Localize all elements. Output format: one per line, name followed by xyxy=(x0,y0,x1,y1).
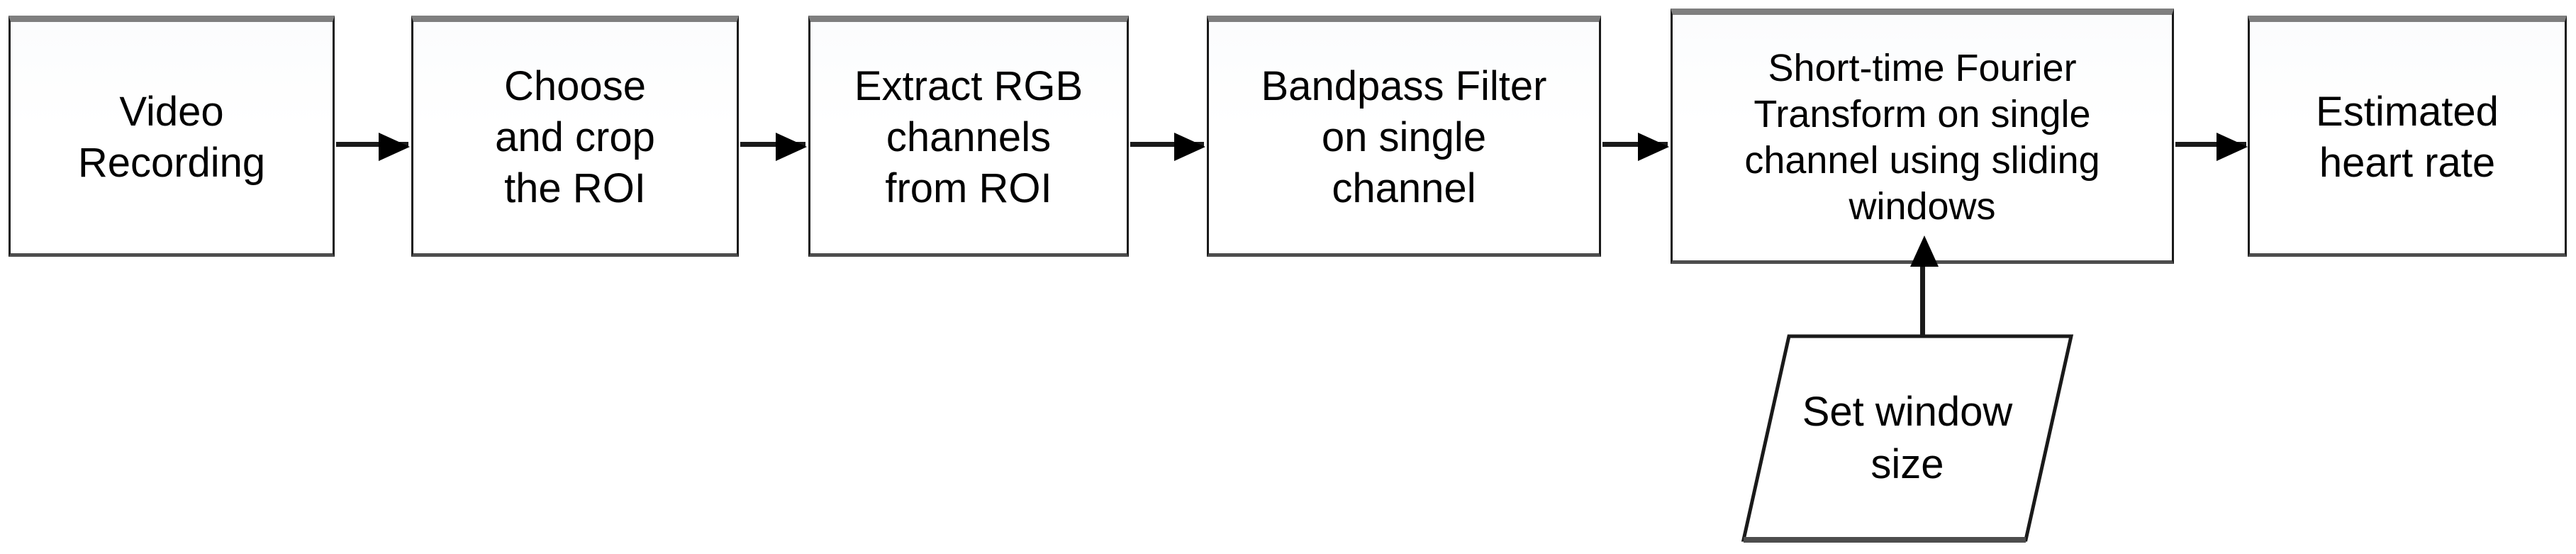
node-set-window-size[interactable]: Set window size xyxy=(1741,333,2074,543)
node-video-recording-label: Video Recording xyxy=(77,89,266,186)
connector-set-window-size-to-stft xyxy=(1910,236,1939,338)
node-bandpass-filter-label: Bandpass Filter on single channel xyxy=(1261,63,1547,211)
connector-stft-to-estimated-heart-rate xyxy=(2175,133,2248,161)
connector-choose-crop-roi-to-extract-rgb xyxy=(740,133,807,161)
node-stft-sliding-windows-label: Short-time Fourier Transform on single c… xyxy=(1744,47,2100,228)
node-extract-rgb-channels[interactable]: Extract RGB channels from ROI xyxy=(808,16,1129,257)
node-choose-crop-roi[interactable]: Choose and crop the ROI xyxy=(411,16,739,257)
connector-extract-rgb-to-bandpass-filter xyxy=(1130,133,1205,161)
node-video-recording[interactable]: Video Recording xyxy=(9,16,335,257)
parallelogram-shape xyxy=(1741,334,2074,543)
node-estimated-heart-rate-label: Estimated heart rate xyxy=(2316,89,2499,186)
node-estimated-heart-rate[interactable]: Estimated heart rate xyxy=(2248,16,2567,257)
node-stft-sliding-windows[interactable]: Short-time Fourier Transform on single c… xyxy=(1671,9,2174,264)
node-extract-rgb-channels-label: Extract RGB channels from ROI xyxy=(854,63,1083,211)
node-choose-crop-roi-label: Choose and crop the ROI xyxy=(495,63,655,211)
node-bandpass-filter[interactable]: Bandpass Filter on single channel xyxy=(1207,16,1601,257)
node-set-window-size-label: Set window size xyxy=(1802,389,2013,487)
connector-video-recording-to-choose-crop-roi xyxy=(336,133,410,161)
connector-bandpass-filter-to-stft xyxy=(1602,133,1669,161)
